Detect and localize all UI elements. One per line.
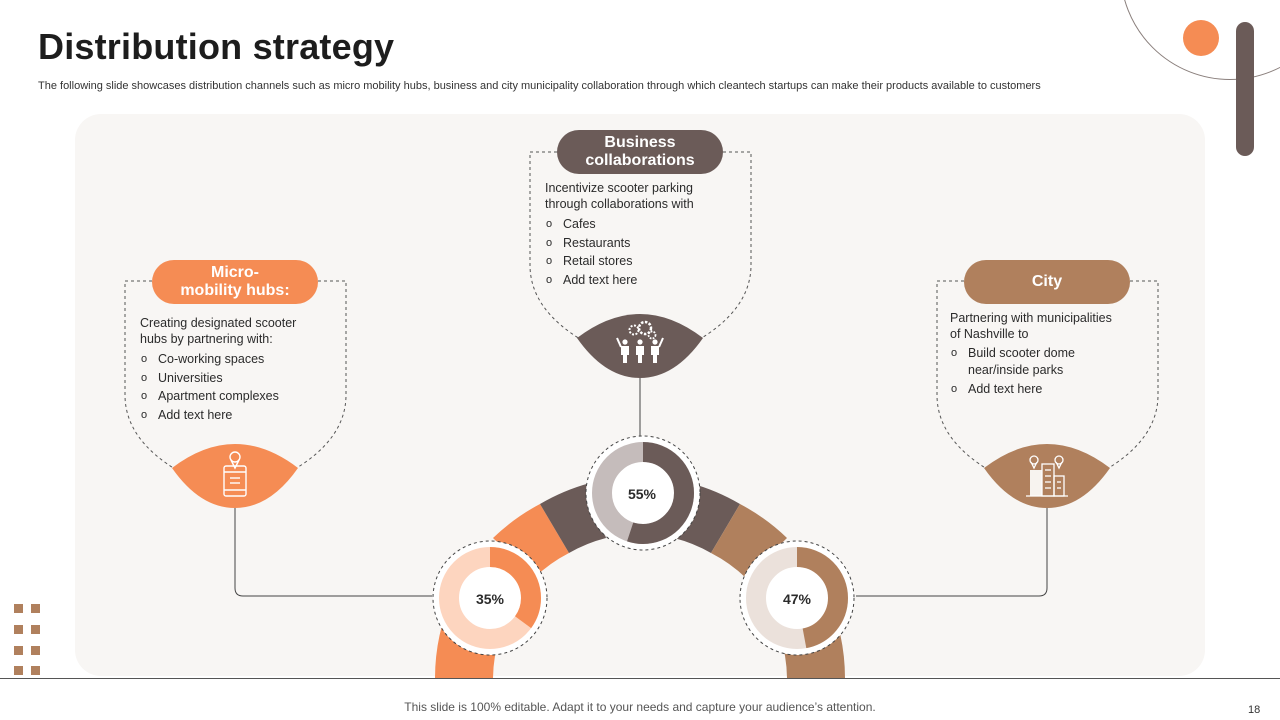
list-item: Apartment complexes — [140, 387, 320, 406]
dot — [31, 625, 40, 634]
arc-segment-left — [493, 504, 569, 578]
list-item: Universities — [140, 369, 320, 388]
dot — [31, 666, 40, 675]
list-item: Add text here — [950, 381, 1120, 398]
dot — [14, 666, 23, 675]
slide-title: Distribution strategy — [38, 26, 395, 67]
donut-right — [739, 540, 855, 656]
donut-hole — [767, 568, 827, 628]
connector-right — [856, 508, 1048, 597]
donut-left — [432, 540, 548, 656]
card-left-badge — [172, 444, 298, 508]
card-lead: Incentivize scooter parking through coll… — [545, 181, 694, 211]
list-item: Build scooter dome near/inside parks — [950, 345, 1120, 378]
page-number: 18 — [1248, 704, 1261, 716]
card-lead: Creating designated scooter hubs by part… — [140, 316, 297, 346]
donut-value-arc — [439, 547, 541, 649]
donut-right-label: 47% — [782, 591, 812, 607]
list-item: Co-working spaces — [140, 350, 320, 369]
card-top-text: Incentivize scooter parking through coll… — [545, 180, 725, 289]
decorative-bar — [1236, 22, 1254, 156]
donut-top-label: 55% — [627, 486, 657, 502]
city-location-icon — [1026, 455, 1068, 497]
card-left-outline — [124, 280, 347, 508]
donut-top — [585, 435, 701, 551]
card-lead: Partnering with municipalities of Nashvi… — [950, 311, 1112, 341]
pill-title: Business collaborations — [585, 134, 695, 169]
card-left-text: Creating designated scooter hubs by part… — [140, 315, 320, 424]
card-list: Build scooter dome near/inside parks Add… — [950, 345, 1120, 398]
dot — [14, 646, 23, 655]
donut-value-arc — [746, 547, 848, 649]
connector-left — [234, 508, 432, 597]
dot — [14, 625, 23, 634]
pill-title: Micro- mobility hubs: — [180, 264, 290, 299]
card-list: Cafes Restaurants Retail stores Add text… — [545, 215, 725, 289]
list-item: Add text here — [545, 271, 725, 290]
donut-hole — [613, 463, 673, 523]
list-item: Restaurants — [545, 234, 725, 253]
list-item: Retail stores — [545, 252, 725, 271]
dot — [14, 604, 23, 613]
card-right-text: Partnering with municipalities of Nashvi… — [950, 310, 1120, 401]
footer-text: This slide is 100% editable. Adapt it to… — [404, 700, 876, 714]
mobile-location-icon — [223, 451, 247, 497]
donut-value-arc — [592, 442, 694, 544]
decorative-circle — [1183, 20, 1219, 56]
city-pill: City — [964, 260, 1130, 304]
donut-left-label: 35% — [475, 591, 505, 607]
card-list: Co-working spaces Universities Apartment… — [140, 350, 320, 424]
business-collaborations-pill: Business collaborations — [557, 130, 723, 174]
arc-segment-right — [711, 504, 787, 578]
list-item: Cafes — [545, 215, 725, 234]
donut-hole — [460, 568, 520, 628]
dot — [31, 646, 40, 655]
footer-divider — [0, 678, 1280, 679]
pill-title: City — [1031, 273, 1063, 290]
micro-mobility-hubs-pill: Micro- mobility hubs: — [152, 260, 318, 304]
dot — [31, 604, 40, 613]
list-item: Add text here — [140, 406, 320, 425]
connector-lines — [234, 378, 1048, 597]
team-gears-icon — [616, 320, 664, 363]
slide-subtitle: The following slide showcases distributi… — [38, 80, 1041, 92]
